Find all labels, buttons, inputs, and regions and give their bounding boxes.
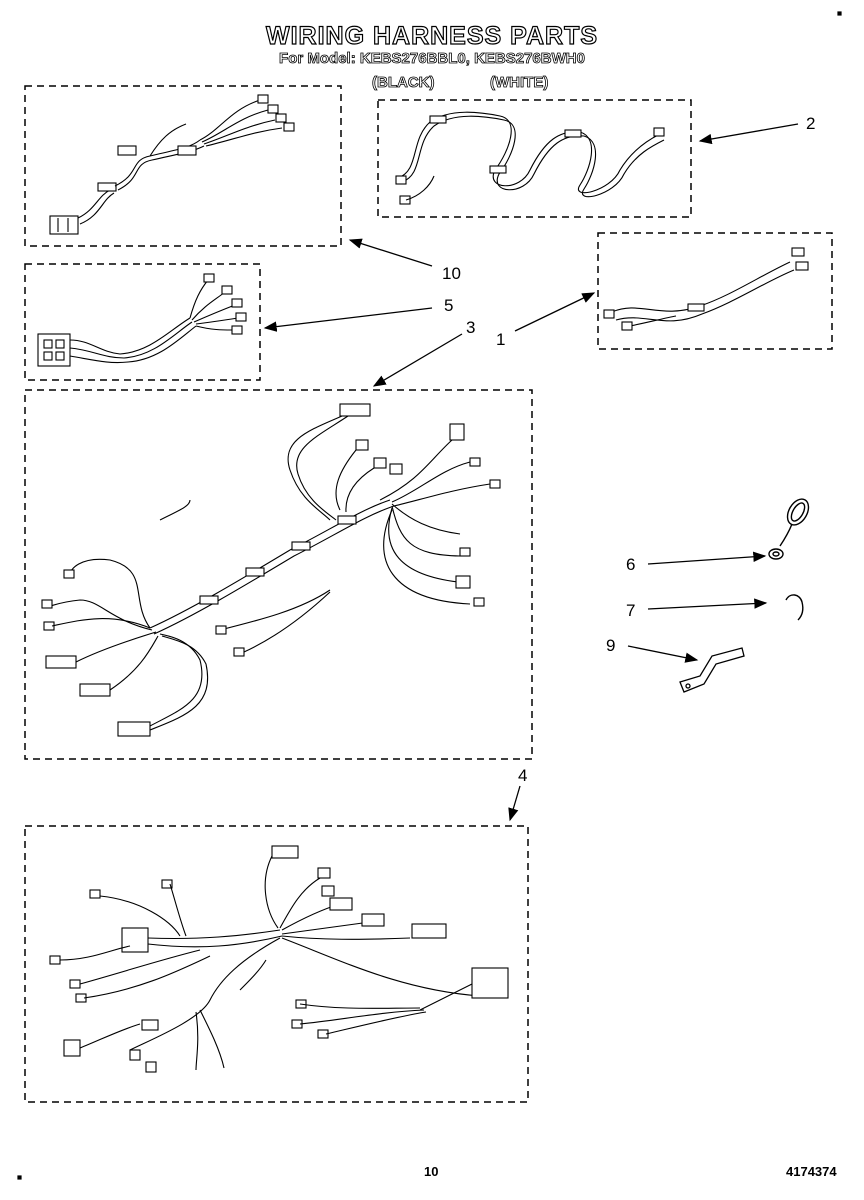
leader-9 bbox=[627, 645, 699, 663]
group-box-10 bbox=[24, 85, 342, 247]
color-black-label: (BLACK) bbox=[372, 74, 435, 92]
part-9-bracket bbox=[679, 647, 745, 693]
callout-9: 9 bbox=[606, 636, 616, 655]
group-box-2 bbox=[377, 99, 692, 218]
group-box-4 bbox=[24, 825, 529, 1103]
group-box-5 bbox=[24, 263, 261, 381]
harness-1 bbox=[603, 247, 809, 331]
callout-6: 6 bbox=[626, 555, 636, 574]
callout-5: 5 bbox=[444, 296, 454, 315]
callout-2: 2 bbox=[806, 114, 816, 133]
leader-6 bbox=[647, 551, 767, 565]
harness-5 bbox=[37, 273, 247, 367]
model-line: For Model: KEBS276BBL0, KEBS276BWH0 bbox=[279, 50, 586, 68]
callout-1: 1 bbox=[496, 330, 506, 349]
page-title: WIRING HARNESS PARTS bbox=[265, 21, 599, 50]
part-7-clip bbox=[785, 594, 804, 621]
leader-3 bbox=[372, 333, 463, 387]
leader-10 bbox=[348, 238, 433, 267]
callout-10: 10 bbox=[442, 264, 461, 283]
harness-3 bbox=[41, 403, 501, 737]
group-box-1 bbox=[597, 232, 833, 350]
leader-5 bbox=[263, 307, 433, 332]
leader-1 bbox=[514, 292, 596, 332]
callout-7: 7 bbox=[626, 601, 636, 620]
leader-7 bbox=[647, 598, 768, 610]
leader-2 bbox=[698, 123, 799, 145]
harness-4 bbox=[49, 845, 509, 1073]
color-white-label: (WHITE) bbox=[490, 74, 549, 92]
doc-number: 4174374 bbox=[786, 1164, 837, 1179]
group-box-3 bbox=[24, 389, 533, 760]
harness-10 bbox=[49, 94, 295, 235]
harness-2 bbox=[395, 111, 665, 205]
leader-4 bbox=[508, 785, 521, 822]
callout-3: 3 bbox=[466, 318, 476, 337]
page-number: 10 bbox=[424, 1164, 439, 1179]
part-6-grommet bbox=[768, 498, 810, 560]
callout-4: 4 bbox=[518, 766, 528, 785]
